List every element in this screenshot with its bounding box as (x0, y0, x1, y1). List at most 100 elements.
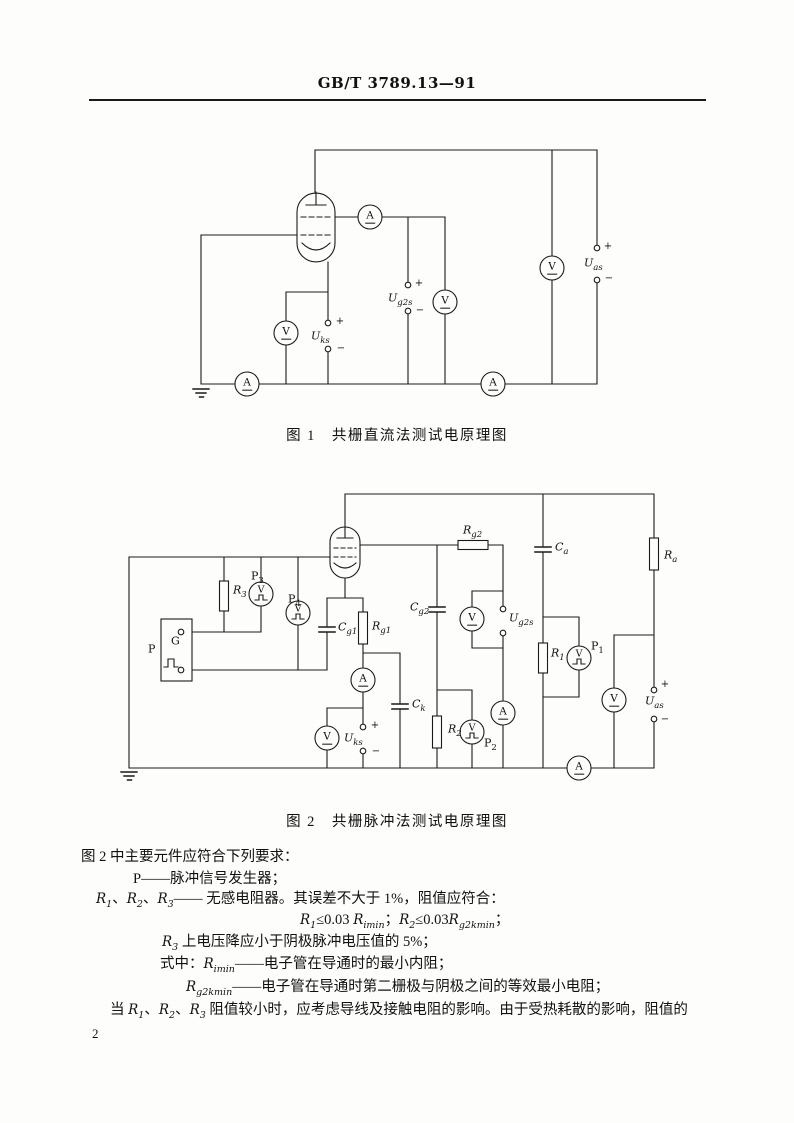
minus-sign: − (371, 746, 381, 757)
fig2-ammeter-letter: A (358, 672, 368, 687)
fig1-meter-circles (234, 204, 565, 397)
standard-number-header: GB/T 3789.13—91 (317, 74, 477, 92)
ca-label: Ca (555, 540, 569, 557)
fig1-ammeter-letter: A (488, 376, 498, 391)
figure1-circuit (192, 149, 601, 398)
fig1-voltmeter-right-icon (539, 255, 565, 281)
minus-sign: − (336, 343, 346, 354)
p4-label: P4 (288, 592, 301, 609)
figure1-caption: 图 1 共栅直流法测试电原理图 (286, 428, 508, 444)
resistance-formula-line: R1≤0.03 Rimin；R2≤0.03Rg2kmin； (300, 912, 510, 931)
p3-label: P3 (251, 569, 264, 586)
figure2-caption: 图 2 共栅脉冲法测试电原理图 (286, 814, 508, 830)
pulse-generator-box (160, 618, 193, 682)
resistor-definition-line: R1、R2、R3—— 无感电阻器。其误差不大于 1%，阻值应符合： (96, 891, 505, 910)
plus-sign: + (370, 720, 380, 731)
fig2-voltmeter-letter: V (467, 611, 477, 626)
fig1-ammeter-bottom-left-icon (234, 371, 260, 397)
fig2-ug2s-label: Ug2s (509, 611, 534, 628)
minus-sign: − (660, 714, 670, 725)
plus-sign: + (335, 316, 345, 327)
pulse-voltmeter-letter: V (294, 603, 302, 615)
fig2-voltmeter-letter: V (609, 692, 619, 707)
fig1-ug2s-label: Ug2s (388, 291, 413, 308)
fig2-voltmeter-letter: V (322, 730, 332, 745)
ra-label: Ra (664, 548, 678, 565)
figure2-circuit (120, 493, 660, 781)
fig2-ammeter-letter: A (574, 760, 584, 775)
minus-sign: − (604, 273, 614, 284)
plus-sign: + (414, 278, 424, 289)
generator-g-label: G (171, 634, 180, 648)
fig2-ground-icon (120, 771, 138, 781)
fig2-ammeter-anode-icon (566, 755, 592, 781)
fig2-ammeter-cathode-icon (350, 667, 376, 693)
fig1-uas-label: Uas (584, 256, 603, 273)
fig1-ground-icon (192, 388, 210, 398)
fig1-voltmeter-letter: V (281, 325, 291, 340)
fig1-ammeter-bottom-right-icon (480, 371, 506, 397)
r3-label: R3 (233, 583, 247, 600)
where-rimin-line: 式中：Rimin——电子管在导通时的最小内阻； (160, 956, 453, 975)
fig1-voltmeter-mid-icon (432, 289, 458, 315)
r2-label: R2 (448, 722, 462, 739)
capacitor-cg2-icon (428, 606, 446, 613)
plus-sign: + (603, 241, 613, 252)
pulse-generator-waveform-icon (163, 658, 179, 668)
fig2-capacitors (318, 546, 552, 710)
capacitor-ck-icon (391, 703, 409, 710)
cg2-label: Cg2 (410, 600, 430, 617)
fig2-ammeter-g2-icon (490, 700, 516, 726)
fig2-wires (128, 493, 655, 769)
fig2-voltmeter-ug2s-icon (459, 606, 485, 632)
fig1-voltmeter-letter: V (440, 294, 450, 309)
fig1-tube-icon (296, 191, 336, 263)
page-number: 2 (92, 1026, 99, 1041)
capacitor-ca-icon (534, 546, 552, 553)
fig1-voltmeter-letter: V (547, 260, 557, 275)
p1-label: P1 (591, 639, 604, 656)
fig1-voltmeter-left-icon (273, 320, 299, 346)
fig1-ammeter-top-icon (357, 204, 383, 230)
fig2-uks-label: Uks (344, 731, 363, 748)
resistor-ra-icon (648, 537, 660, 571)
fig1-ammeter-letter: A (365, 209, 375, 224)
resistor-rg2-icon (457, 539, 489, 551)
fig2-terminals (177, 605, 658, 755)
r3-requirement-line: R3 上电压降应小于阴极脉冲电压值的 5%； (162, 934, 437, 953)
resistor-r1-icon (537, 642, 549, 674)
rg1-label: Rg1 (372, 619, 392, 636)
cg1-label: Cg1 (338, 620, 358, 637)
pulse-voltmeter-letter: V (468, 722, 476, 734)
fig1-uks-label: Uks (311, 329, 330, 346)
p-definition-line: P——脉冲信号发生器； (133, 870, 287, 887)
requirements-intro-line: 图 2 中主要元件应符合下列要求： (81, 848, 299, 865)
resistor-r3-icon (218, 580, 230, 612)
pulse-voltmeter-letter: V (575, 648, 583, 660)
fig1-ammeter-letter: A (242, 376, 252, 391)
capacitor-cg1-icon (318, 626, 336, 633)
resistor-rg1-icon (357, 611, 369, 645)
pulse-meter-waveforms (254, 594, 586, 739)
fig2-voltmeter-uas-icon (601, 687, 627, 713)
minus-sign: − (415, 305, 425, 316)
pulse-voltmeter-letter: V (257, 584, 265, 596)
ck-label: Ck (412, 697, 426, 714)
contact-resistance-note-line: 当 R1、R2、R3 阻值较小时，应考虑导线及接触电阻的影响。由于受热耗散的影响… (110, 1002, 688, 1021)
where-rg2kmin-line: Rg2kmin——电子管在导通时第二栅极与阴极之间的等效最小电阻； (186, 979, 610, 998)
resistor-r2-icon (431, 715, 443, 749)
fig2-voltmeter-uks-icon (314, 725, 340, 751)
fig2-uas-label: Uas (645, 694, 664, 711)
fig2-ammeter-letter: A (498, 705, 508, 720)
r1-label: R1 (551, 646, 565, 663)
p2-label: P2 (484, 736, 497, 753)
header-rule (89, 99, 706, 101)
plus-sign: + (660, 679, 670, 690)
fig1-terminals (324, 244, 601, 353)
rg2-label: Rg2 (463, 523, 483, 540)
generator-p-label: P (148, 642, 156, 656)
fig2-resistors (218, 537, 660, 749)
fig1-wires (200, 149, 598, 385)
